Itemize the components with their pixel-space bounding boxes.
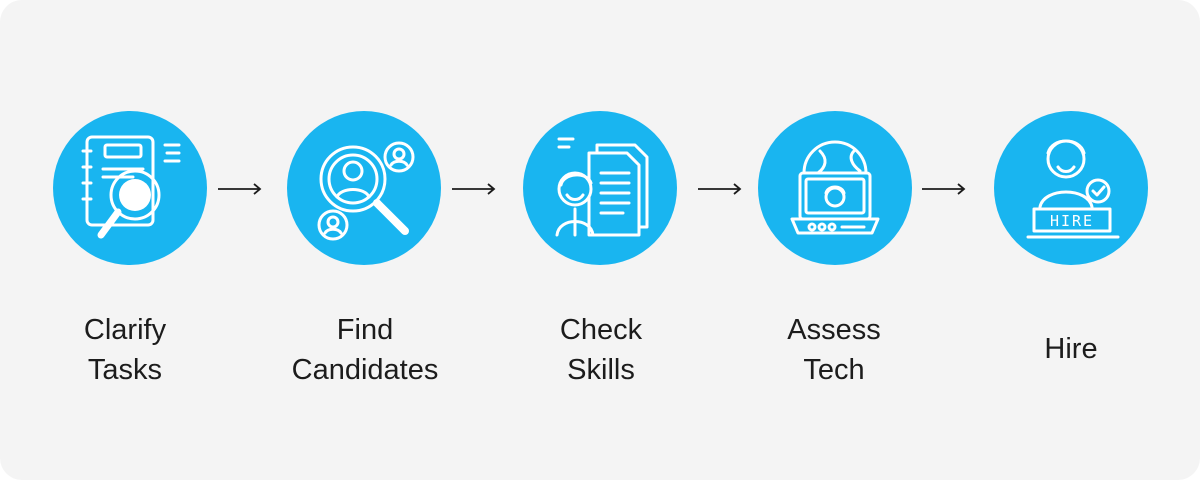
step-4-label: Assess Tech xyxy=(724,310,944,390)
step-3-label: Check Skills xyxy=(491,310,711,390)
arrow-3 xyxy=(698,182,744,196)
step-4-label-line1: Assess xyxy=(787,314,881,346)
step-1-circle xyxy=(53,111,207,265)
arrow-4 xyxy=(922,182,968,196)
step-1-label-line1: Clarify xyxy=(83,314,167,346)
resume-documents-icon xyxy=(555,137,649,237)
step-1-label-line2: Tasks xyxy=(87,354,163,386)
laptop-globe-icon xyxy=(790,140,880,235)
step-5-label: Hire xyxy=(961,329,1181,369)
step-1-label: Clarify Tasks xyxy=(15,310,235,390)
step-2-label: Find Candidates xyxy=(255,310,475,390)
arrow-1 xyxy=(218,182,264,196)
hire-desk-icon: HIRE xyxy=(1026,139,1120,239)
step-5-circle: HIRE xyxy=(994,111,1148,265)
step-3-label-line1: Check xyxy=(559,314,643,346)
step-4-circle xyxy=(758,111,912,265)
step-5-label-line1: Hire xyxy=(1044,333,1098,365)
step-3-label-line2: Skills xyxy=(567,354,635,386)
hire-desk-sign: HIRE xyxy=(1050,212,1094,230)
step-2-label-line1: Find xyxy=(336,314,394,346)
step-2-circle xyxy=(287,111,441,265)
arrow-2 xyxy=(452,182,498,196)
notebook-search-icon xyxy=(81,135,181,239)
candidate-search-icon xyxy=(317,141,415,241)
step-4-label-line2: Tech xyxy=(803,354,865,386)
step-3-circle xyxy=(523,111,677,265)
step-2-label-line2: Candidates xyxy=(291,354,439,386)
